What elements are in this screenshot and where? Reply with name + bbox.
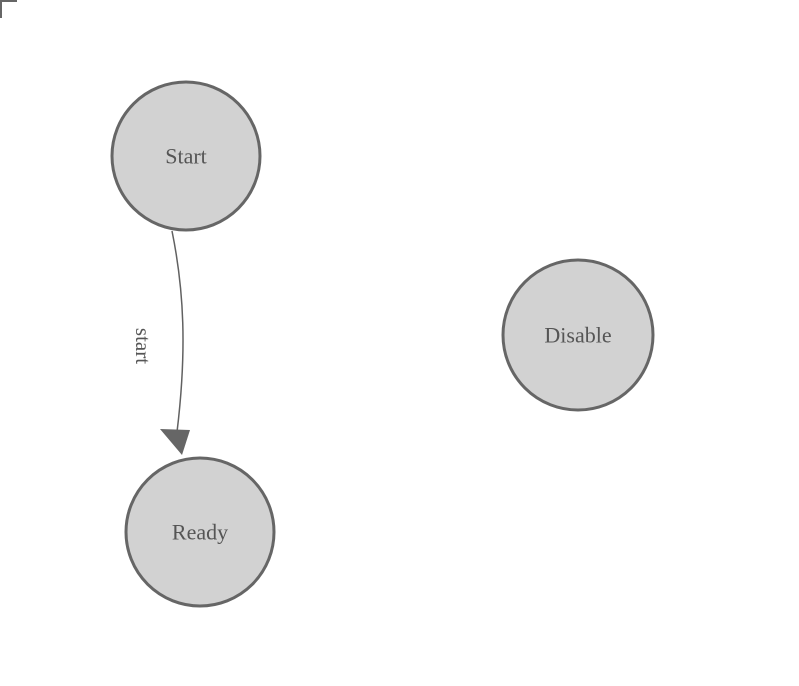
node-start[interactable]: Start: [110, 80, 262, 232]
node-disable-label: Disable: [544, 323, 611, 348]
node-ready-circle[interactable]: [124, 456, 276, 608]
node-disable[interactable]: Disable: [501, 258, 655, 412]
canvas-origin-corner-icon: [0, 0, 17, 18]
edge-line[interactable]: [171, 230, 184, 433]
node-ready-label: Ready: [172, 520, 228, 545]
node-ready[interactable]: Ready: [124, 456, 276, 608]
node-disable-circle[interactable]: [501, 258, 655, 412]
node-start-label: Start: [165, 144, 207, 169]
edge-start-to-ready[interactable]: start: [131, 230, 190, 455]
edge-label: start: [131, 328, 155, 364]
node-start-circle[interactable]: [110, 80, 262, 232]
edge-arrowhead-icon: [160, 429, 190, 455]
